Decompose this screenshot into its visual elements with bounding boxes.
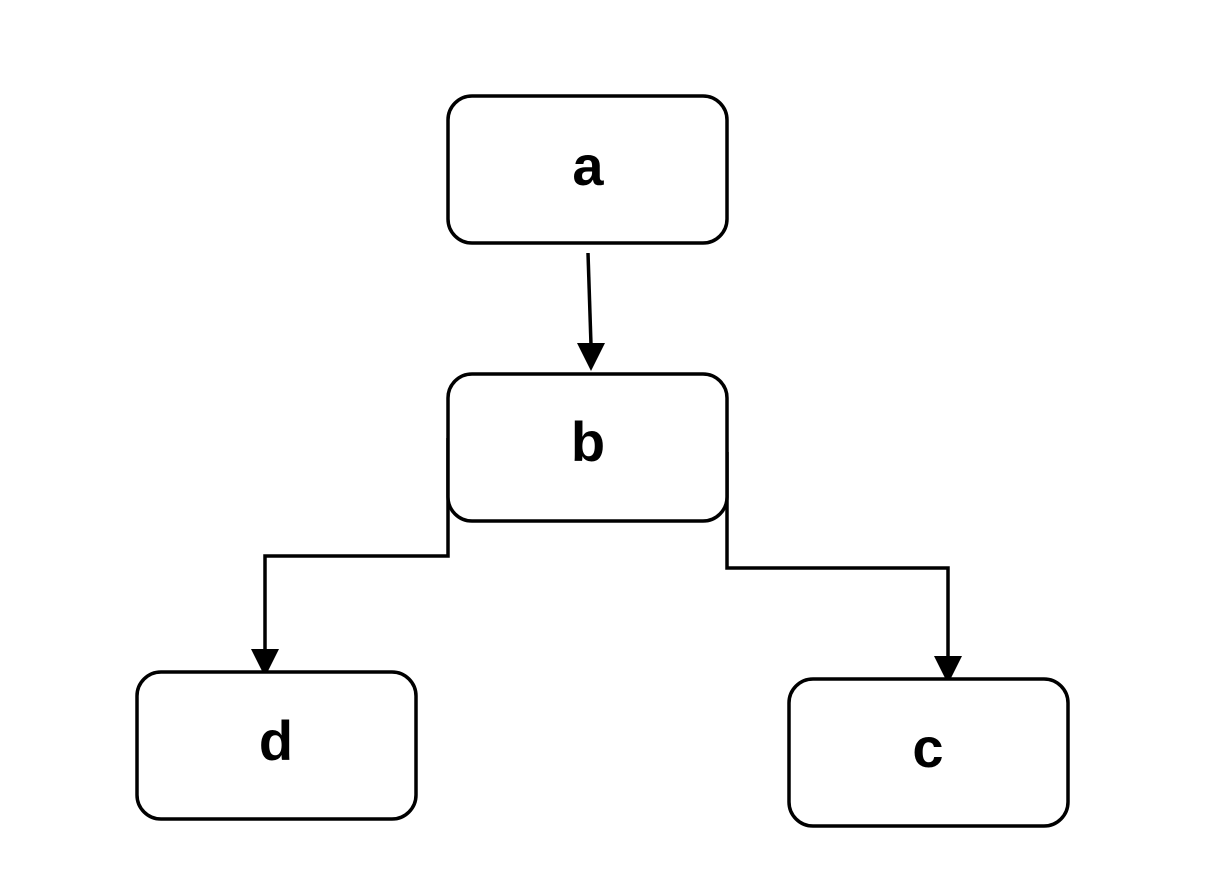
edge-b-to-d-line xyxy=(263,438,450,650)
edge-b-to-c-line xyxy=(725,452,950,657)
edge-b-to-d-arrowhead xyxy=(251,649,279,677)
node-a-box xyxy=(446,94,729,245)
edge-b-to-d xyxy=(251,438,450,677)
node-a[interactable]: a xyxy=(446,94,729,245)
node-d[interactable]: d xyxy=(135,670,418,821)
node-b[interactable]: b xyxy=(446,372,729,523)
edge-a-to-b-line xyxy=(586,252,593,346)
edge-a-to-b-arrowhead xyxy=(577,343,605,371)
node-a-label: a xyxy=(572,134,604,197)
node-d-label: d xyxy=(259,709,293,772)
edge-b-to-c xyxy=(725,452,962,684)
node-d-box xyxy=(135,670,418,821)
node-b-label: b xyxy=(571,410,605,473)
node-c[interactable]: c xyxy=(787,677,1070,828)
edge-a-to-b xyxy=(577,252,605,371)
node-c-label: c xyxy=(912,716,943,779)
node-b-box xyxy=(446,372,729,523)
node-c-box xyxy=(787,677,1070,828)
edge-b-to-c-arrowhead xyxy=(934,656,962,684)
